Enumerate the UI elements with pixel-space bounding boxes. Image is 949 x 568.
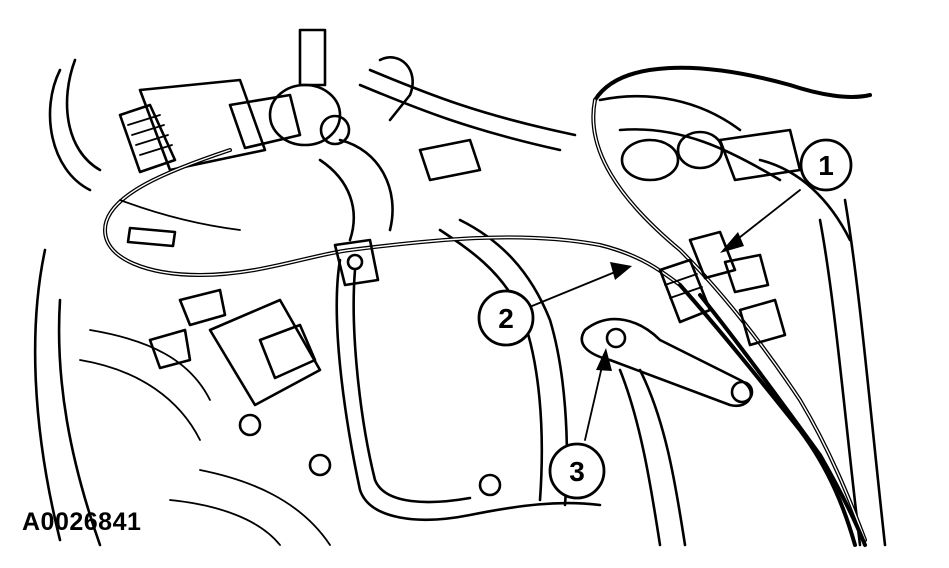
leader-line-2 (531, 269, 621, 307)
callout-number-2: 2 (498, 303, 514, 334)
cable-assembly (102, 65, 872, 547)
arrowhead-1 (720, 232, 744, 253)
leader-lines (531, 189, 801, 441)
callout-number-1: 1 (818, 150, 834, 181)
leader-line-1 (729, 189, 801, 246)
callout-1: 1 (799, 138, 853, 192)
engine-structure (33, 28, 887, 547)
callout-3: 3 (548, 442, 606, 500)
leader-line-3 (584, 361, 604, 441)
arrowhead-2 (610, 262, 632, 280)
callout-circle-1 (799, 138, 853, 192)
callout-number-3: 3 (569, 456, 585, 487)
callout-circle-3 (548, 442, 606, 500)
arrowhead-3 (596, 348, 612, 371)
callout-2: 2 (477, 289, 535, 347)
callout-circle-2 (477, 289, 535, 347)
figure-id-label: A0026841 (22, 508, 142, 536)
